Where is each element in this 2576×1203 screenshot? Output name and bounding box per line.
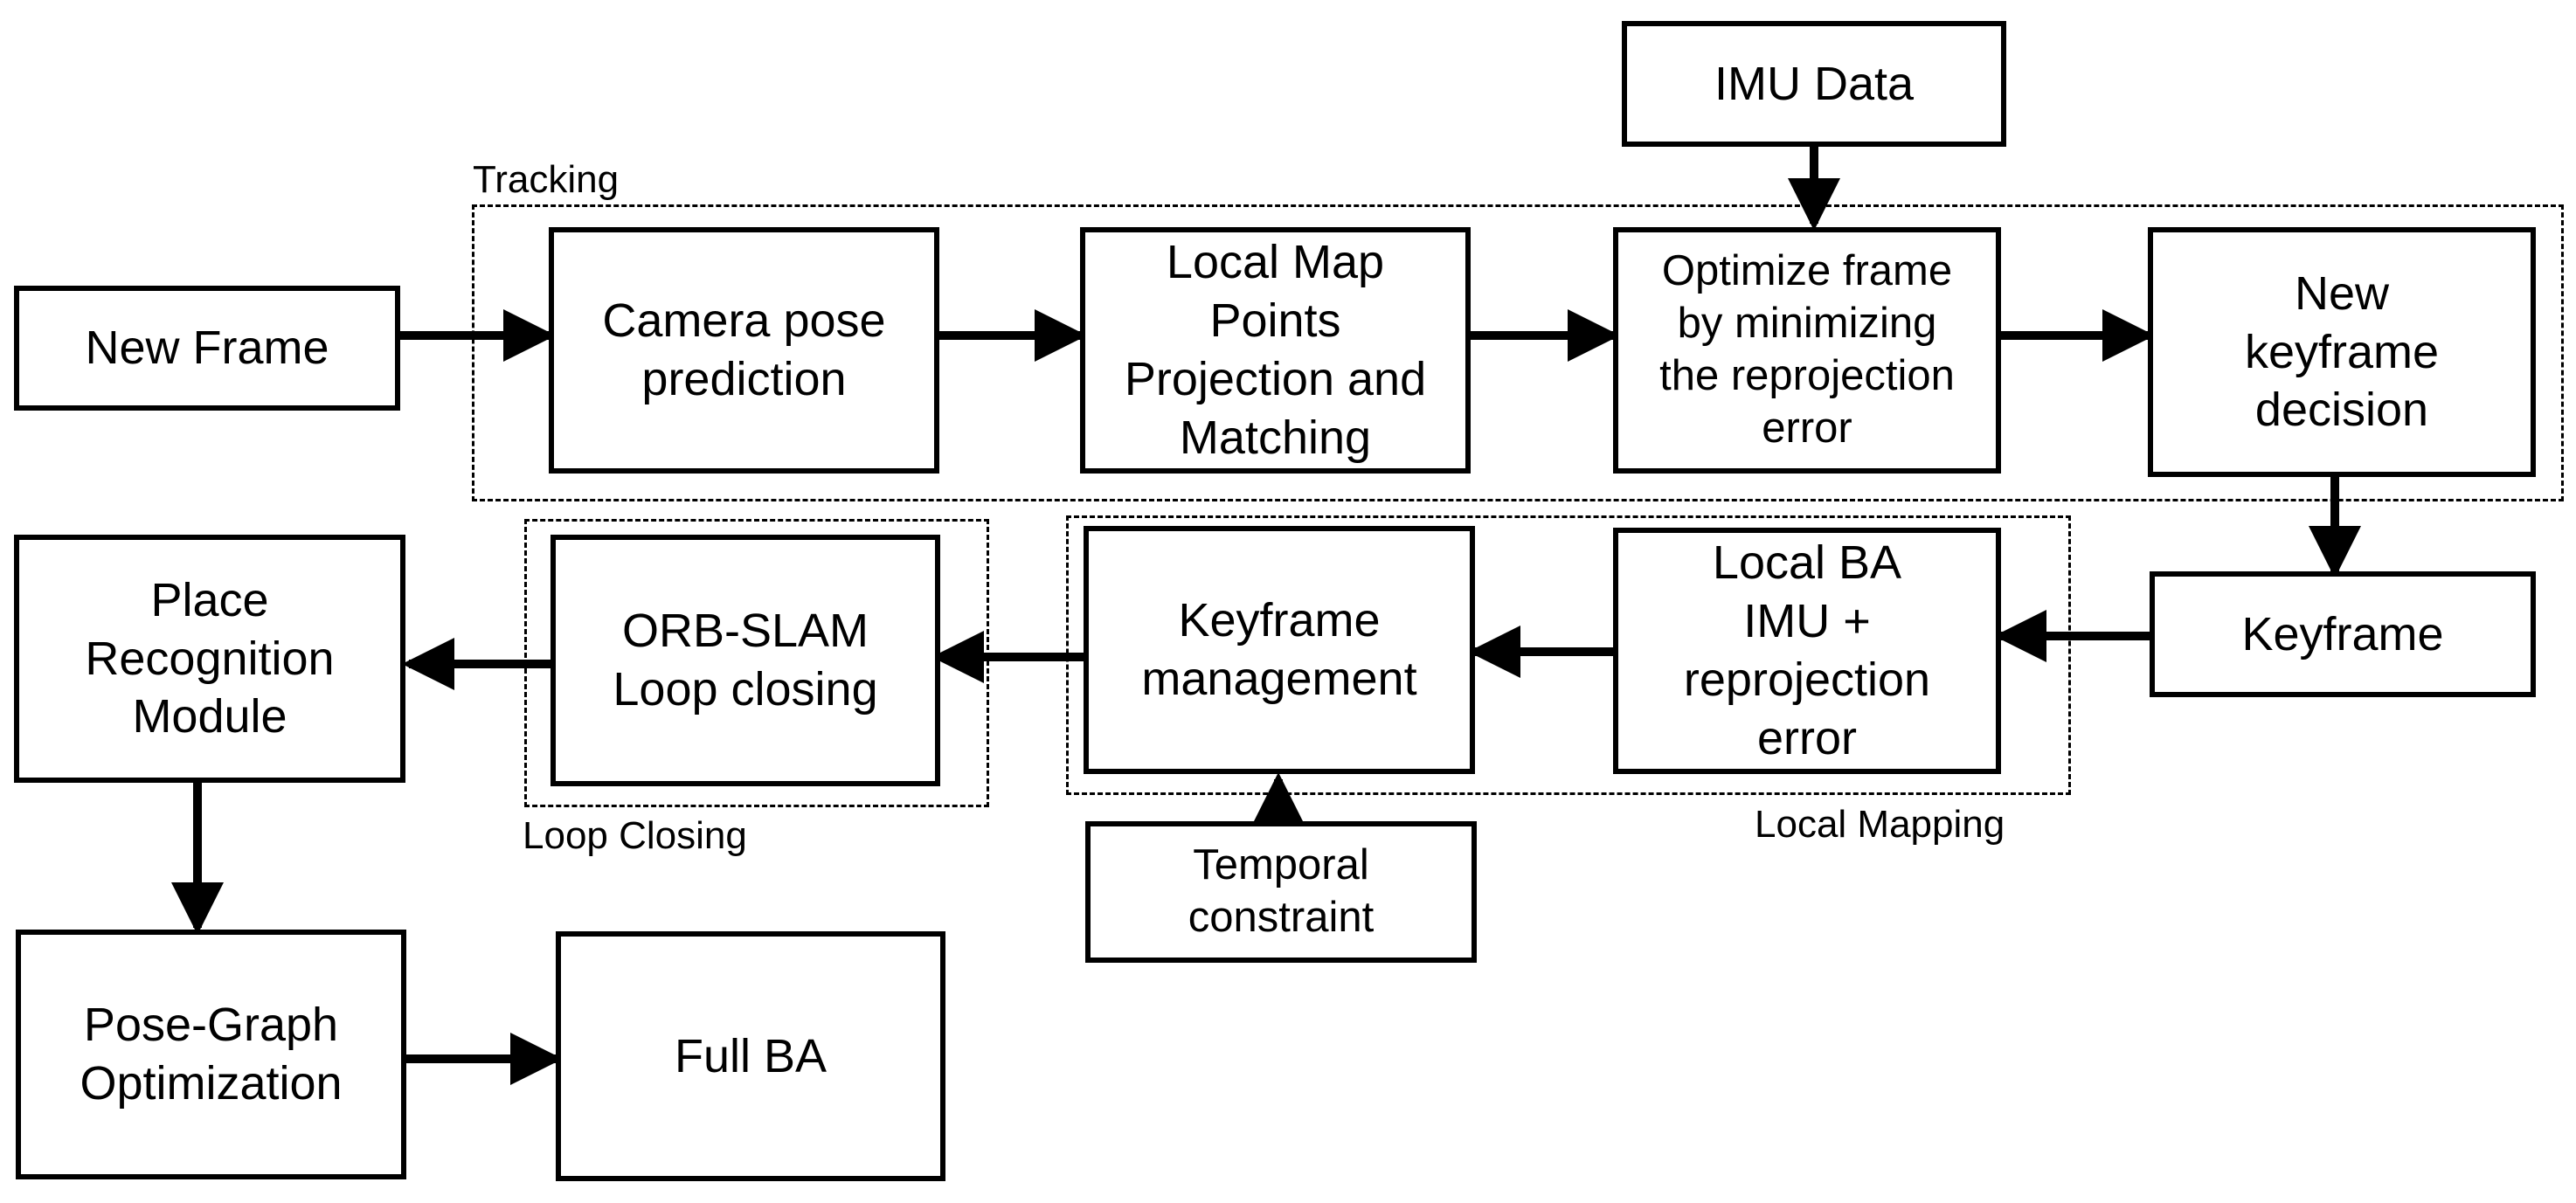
- imu-data-box: IMU Data: [1622, 21, 2006, 147]
- temporal-constraint-box: Temporal constraint: [1085, 821, 1477, 963]
- local-map-points-box: Local Map Points Projection and Matching: [1080, 227, 1471, 474]
- loop-closing-group-label: Loop Closing: [523, 814, 747, 857]
- optimize-frame-box: Optimize frame by minimizing the reproje…: [1613, 227, 2001, 474]
- new-keyframe-decision-box: New keyframe decision: [2148, 227, 2536, 477]
- local-ba-label: Local BA IMU + reprojection error: [1683, 536, 1931, 764]
- tracking-group: [472, 204, 2564, 501]
- keyframe-label: Keyframe: [2241, 607, 2444, 660]
- new-keyframe-decision-label: New keyframe decision: [2244, 266, 2440, 437]
- pose-graph-optimization-label: Pose-Graph Optimization: [80, 999, 343, 1110]
- optimize-frame-label: Optimize frame by minimizing the reproje…: [1659, 247, 1955, 452]
- keyframe-management-box: Keyframe management: [1084, 526, 1475, 774]
- local-map-points-label: Local Map Points Projection and Matching: [1124, 236, 1427, 464]
- temporal-constraint-label: Temporal constraint: [1188, 841, 1375, 941]
- new-frame-box: New Frame: [14, 286, 400, 411]
- full-ba-label: Full BA: [674, 1029, 828, 1082]
- keyframe-box: Keyframe: [2150, 571, 2536, 697]
- new-frame-label: New Frame: [85, 321, 329, 375]
- orb-slam-loop-closing-box: ORB-SLAM Loop closing: [551, 535, 940, 786]
- pose-graph-optimization-box: Pose-Graph Optimization: [16, 930, 406, 1179]
- camera-pose-prediction-label: Camera pose prediction: [602, 294, 886, 405]
- orb-slam-loop-closing-label: ORB-SLAM Loop closing: [613, 605, 878, 716]
- local-mapping-group-label: Local Mapping: [1755, 803, 2005, 846]
- keyframe-management-label: Keyframe management: [1141, 594, 1417, 705]
- full-ba-box: Full BA: [556, 931, 945, 1181]
- place-recognition-box: Place Recognition Module: [14, 535, 405, 783]
- imu-data-label: IMU Data: [1714, 57, 1915, 110]
- place-recognition-label: Place Recognition Module: [85, 573, 335, 743]
- camera-pose-prediction-box: Camera pose prediction: [549, 227, 939, 474]
- local-ba-box: Local BA IMU + reprojection error: [1613, 528, 2001, 774]
- tracking-group-label: Tracking: [473, 158, 620, 201]
